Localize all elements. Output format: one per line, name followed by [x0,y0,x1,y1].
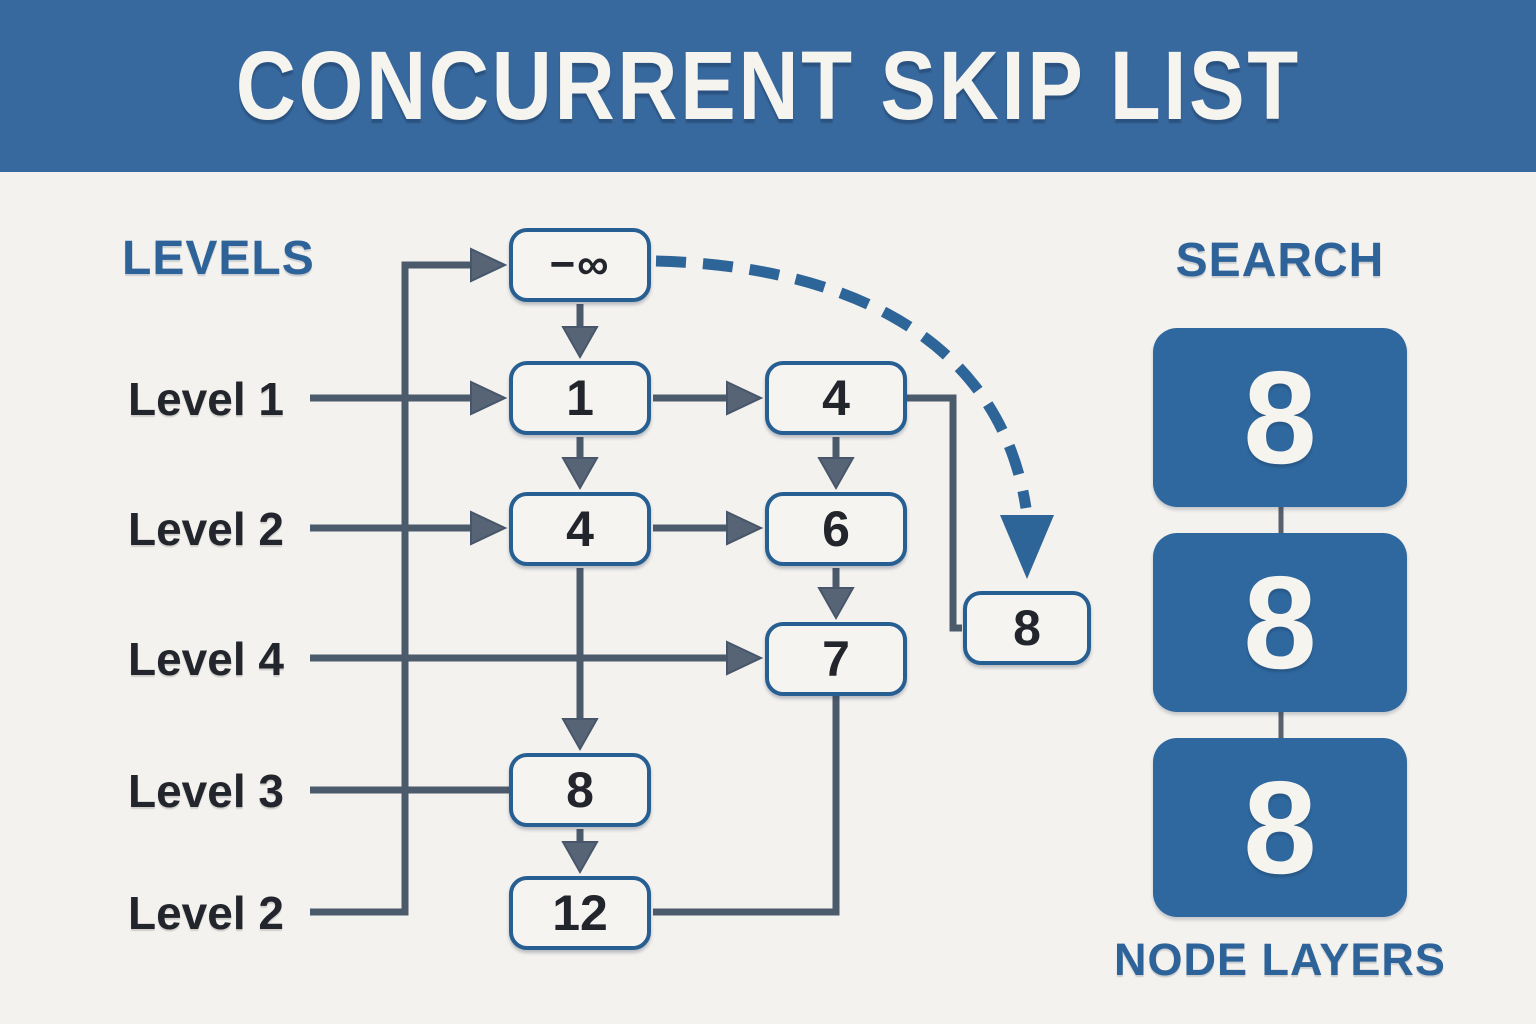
arrow-1-4 [561,457,599,491]
search-layer-box-1: 8 [1153,328,1407,507]
arrow-head-1 [561,326,599,360]
node-1: 1 [509,361,651,435]
header-bar: CONCURRENT SKIP LIST [0,0,1536,172]
arrow-8-12 [561,841,599,875]
arrowheads [470,247,855,875]
node-4-left: 4 [509,492,651,566]
node-7: 7 [765,622,907,696]
level-label-2: Level 2 [128,503,284,555]
node-6: 6 [765,492,907,566]
feeder-line [310,261,471,916]
node-4-upper: 4 [765,361,907,435]
arrow-4-6 [726,510,764,546]
levels-title: LEVELS [122,232,315,285]
7-to-12-elbow [653,694,840,916]
node-8-target: 8 [963,591,1091,665]
search-layer-box-3: 8 [1153,738,1407,917]
page-title: CONCURRENT SKIP LIST [235,31,1301,140]
node-8-mid: 8 [509,753,651,827]
node-layers-caption: NODE LAYERS [1114,934,1446,985]
level-label-4: Level 3 [128,765,284,817]
node-12: 12 [509,876,651,950]
level-label-3: Level 4 [128,633,284,685]
arrow-level2 [470,510,508,546]
arrow-1-4b [726,380,764,416]
search-title: SEARCH [1175,234,1385,287]
arrow-level4-7 [726,640,764,676]
search-dashed-arc [655,255,1032,509]
solid-connectors [310,261,962,916]
arrow-6-7 [817,587,855,621]
node-head: −∞ [509,228,651,302]
4b-to-target-elbow [905,394,962,632]
level-label-5: Level 2 [128,887,284,939]
arrow-4-8 [561,718,599,752]
search-layer-box-2: 8 [1153,533,1407,712]
arrow-level1 [470,380,508,416]
level-label-1: Level 1 [128,373,284,425]
search-arc-arrowhead [1000,515,1054,579]
arrow-feeder-head [470,247,508,283]
arrow-4b-6 [817,457,855,491]
